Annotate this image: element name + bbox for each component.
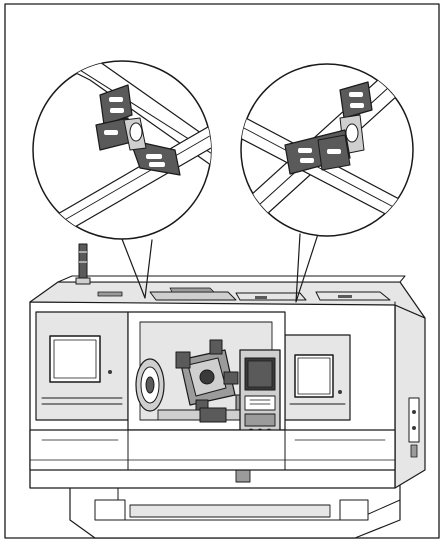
lower-apron [29,429,396,471]
work-area [127,311,286,431]
control-keypad [244,395,276,411]
control-panel [239,349,281,441]
left-door [35,311,129,421]
detail-right [240,63,414,237]
tool-turret-icon [175,339,239,413]
cnc-lathe-machine-icon [29,243,426,539]
callout-leaders [121,233,319,303]
detail-left [32,60,212,240]
right-door [284,334,351,421]
bracket-detail-icon [241,64,413,233]
side-housing-right [394,304,426,489]
bracket-detail-icon [33,61,211,239]
spindle-icon [135,358,165,412]
signal-tower-icon [75,243,91,285]
